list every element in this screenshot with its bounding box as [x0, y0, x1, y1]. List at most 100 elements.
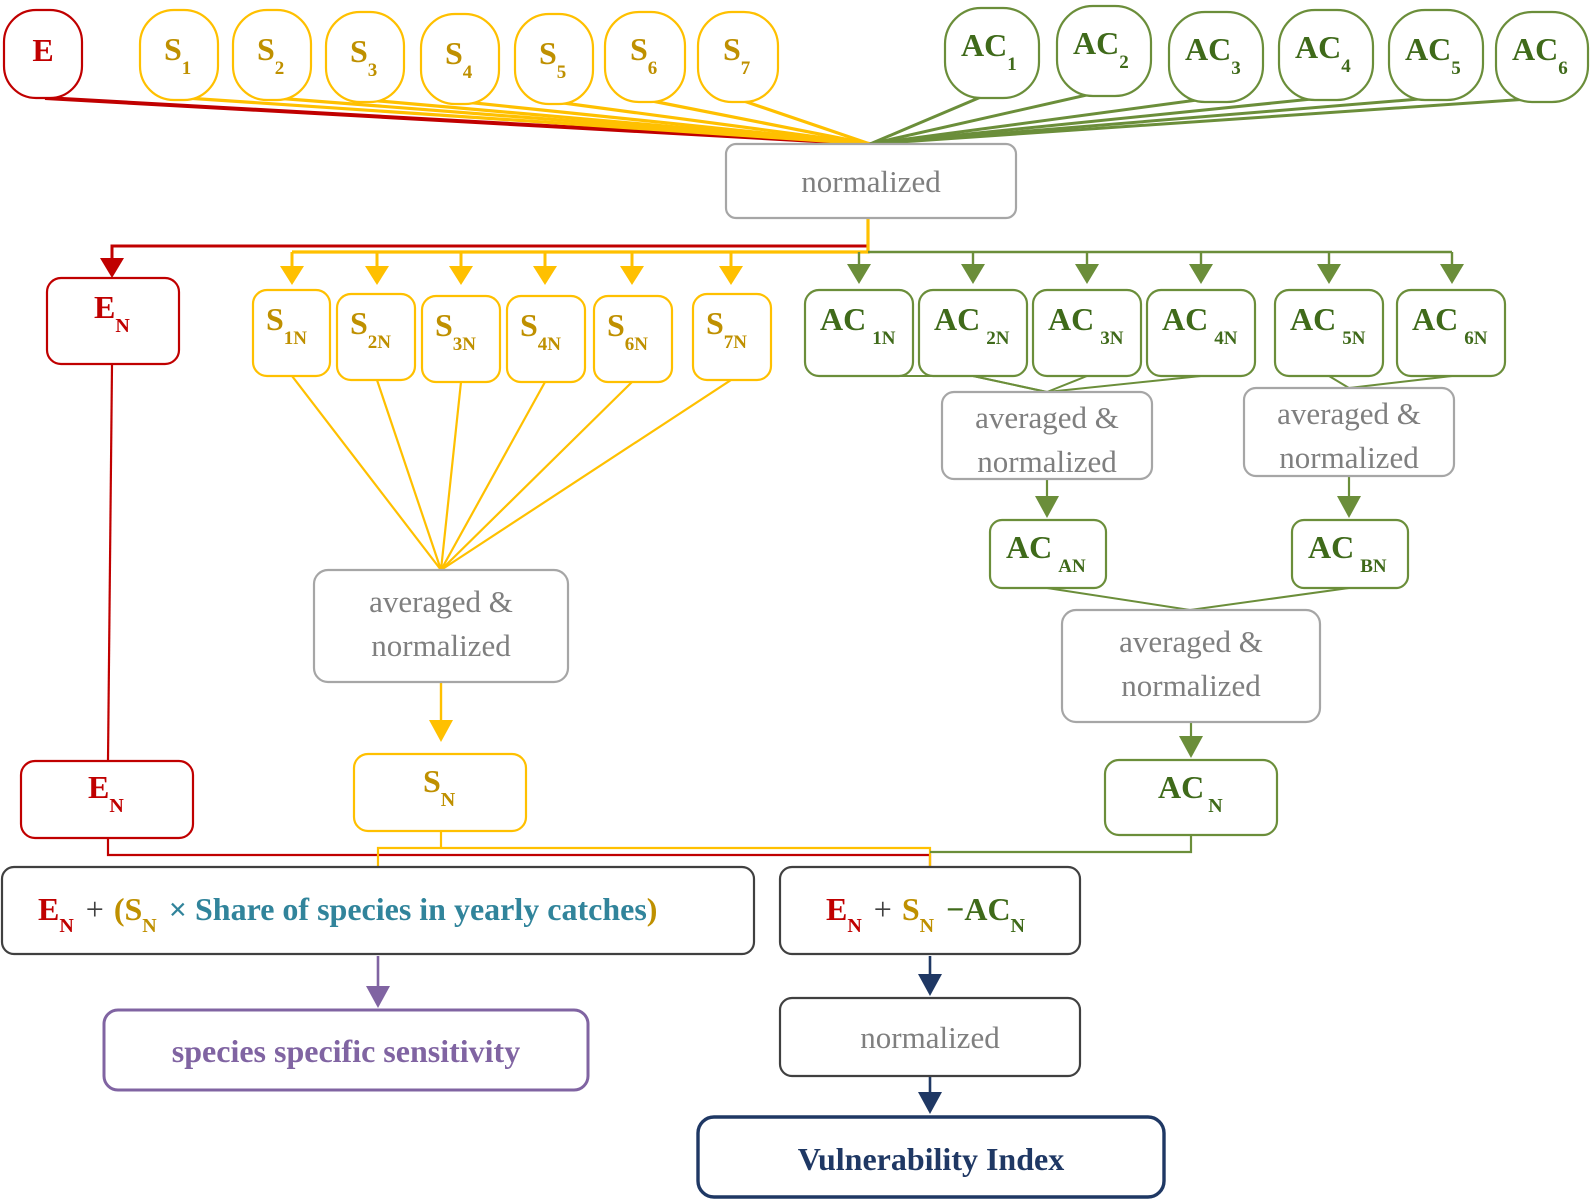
node-ac3-label: AC3	[1185, 31, 1241, 79]
formula-left-text: EN+(SN× Share of species in yearly catch…	[38, 891, 657, 937]
formula-left-box: EN+(SN× Share of species in yearly catch…	[0, 865, 756, 956]
node-en-final-label: EN	[88, 769, 124, 817]
node-acbn: ACBN	[1290, 518, 1410, 590]
node-ac2: AC2	[1055, 4, 1153, 98]
ac-average-line2: normalized	[1121, 668, 1261, 703]
node-s3-label: S3	[350, 33, 377, 81]
node-s4n: S4N	[505, 294, 587, 384]
node-ac2n-label: AC2N	[934, 301, 1010, 349]
node-ac3: AC3	[1167, 10, 1265, 104]
node-ac4n-label: AC4N	[1162, 301, 1238, 349]
normalized-top-label: normalized	[801, 164, 941, 199]
vulnerability-index-box: Vulnerability Index	[696, 1115, 1166, 1199]
ac-a-average-line1: averaged &	[975, 400, 1119, 435]
formula-right-box: EN+SN−ACN	[778, 865, 1082, 956]
species-sensitivity-box: species specific sensitivity	[102, 1008, 590, 1092]
connector-normalized-to-en	[110, 218, 870, 262]
normalized-level-row: EN S1N S2N S3N S4N S6N S7N AC1N	[45, 276, 1507, 384]
ac-average-line1: averaged &	[1119, 624, 1263, 659]
normalized-bottom-label: normalized	[860, 1020, 1000, 1055]
node-sn-label: SN	[423, 763, 456, 811]
node-s4-label: S4	[445, 35, 473, 83]
node-s5: S5	[513, 12, 595, 106]
node-acbn-label: ACBN	[1308, 529, 1387, 577]
connectors	[44, 90, 1544, 1114]
node-ac3n-label: AC3N	[1048, 301, 1124, 349]
formula-right-text: EN+SN−ACN	[826, 891, 1026, 937]
ac-b-average-line1: averaged &	[1277, 396, 1421, 431]
node-ac4: AC4	[1277, 8, 1375, 102]
vulnerability-index-label: Vulnerability Index	[798, 1141, 1064, 1177]
node-ac1n-label: AC1N	[820, 301, 896, 349]
node-ac6: AC6	[1494, 10, 1590, 104]
node-en-label: EN	[94, 289, 130, 337]
node-sn: SN	[352, 752, 528, 833]
node-s7: S7	[696, 10, 780, 104]
node-ac5-label: AC5	[1405, 31, 1461, 79]
node-ac5n-label: AC5N	[1290, 301, 1366, 349]
node-ac5n: AC5N	[1273, 288, 1385, 378]
node-ac2n: AC2N	[917, 288, 1029, 378]
node-acn: ACN	[1103, 758, 1279, 837]
node-s2n-label: S2N	[350, 305, 391, 353]
connectors-ac-to-normalized	[869, 90, 1544, 146]
node-s4: S4	[419, 12, 501, 106]
node-ac6-label: AC6	[1512, 31, 1568, 79]
node-acn-label: ACN	[1158, 769, 1223, 817]
node-acan: ACAN	[988, 518, 1108, 590]
arrows-to-ac-normalized	[847, 252, 1464, 284]
node-ac1-label: AC1	[961, 27, 1017, 75]
node-ac6n-label: AC6N	[1412, 301, 1488, 349]
node-ac1n: AC1N	[803, 288, 915, 378]
connectors-ac-group-b	[1328, 375, 1453, 389]
s-average-line2: normalized	[371, 628, 511, 663]
s-average-box: averaged & normalized	[312, 568, 570, 684]
normalized-bottom-box: normalized	[778, 996, 1082, 1078]
ac-a-average-box: averaged & normalized	[940, 390, 1154, 481]
node-acan-label: ACAN	[1006, 529, 1086, 577]
node-s6-label: S6	[630, 31, 657, 79]
node-s5-label: S5	[539, 35, 566, 83]
node-ac5: AC5	[1387, 8, 1485, 102]
node-ac6n: AC6N	[1395, 288, 1507, 378]
normalized-top-box: normalized	[724, 142, 1018, 220]
connector-acn-to-formulas	[930, 835, 1193, 854]
node-ac4-label: AC4	[1295, 29, 1351, 77]
node-s7-label: S7	[723, 31, 751, 79]
node-s1n-label: S1N	[266, 301, 307, 349]
top-input-row: E S1 S2 S3 S4 S5 S6 S7	[2, 4, 1590, 106]
ac-b-average-line2: normalized	[1279, 440, 1419, 475]
connectors-ac-intermediate-to-average	[1046, 587, 1350, 611]
node-s6: S6	[603, 10, 687, 104]
node-s1n: S1N	[251, 288, 332, 378]
species-sensitivity-label: species specific sensitivity	[172, 1033, 520, 1069]
node-s7n: S7N	[691, 292, 773, 382]
connectors-s-to-normalized	[185, 96, 871, 146]
connector-en-final-to-formulas	[106, 839, 932, 867]
s-average-line1: averaged &	[369, 584, 513, 619]
connector-en-to-en-final	[106, 364, 114, 761]
node-e: E	[2, 8, 84, 100]
ac-b-average-box: averaged & normalized	[1242, 386, 1456, 478]
node-s6n: S6N	[592, 294, 674, 384]
node-s7n-label: S7N	[706, 305, 747, 353]
arrows-to-s-normalized	[280, 252, 743, 285]
connectors-ac-group-a	[859, 375, 1202, 393]
node-s2-label: S2	[257, 31, 284, 79]
node-s3n-label: S3N	[435, 307, 476, 355]
ac-a-average-line2: normalized	[977, 444, 1117, 479]
node-s1: S1	[138, 8, 220, 102]
node-s3: S3	[324, 10, 406, 104]
node-ac2-label: AC2	[1073, 25, 1129, 73]
node-ac4n: AC4N	[1145, 288, 1257, 378]
node-en: EN	[45, 276, 181, 366]
node-s1-label: S1	[164, 31, 191, 79]
node-en-final: EN	[19, 759, 195, 840]
connectors-s-normalized-to-average	[291, 375, 732, 571]
node-ac1: AC1	[943, 6, 1041, 100]
node-s2n: S2N	[335, 292, 417, 382]
connector-sn-to-formulas	[376, 831, 932, 867]
ac-average-box: averaged & normalized	[1060, 608, 1322, 724]
node-e-label: E	[32, 32, 53, 68]
